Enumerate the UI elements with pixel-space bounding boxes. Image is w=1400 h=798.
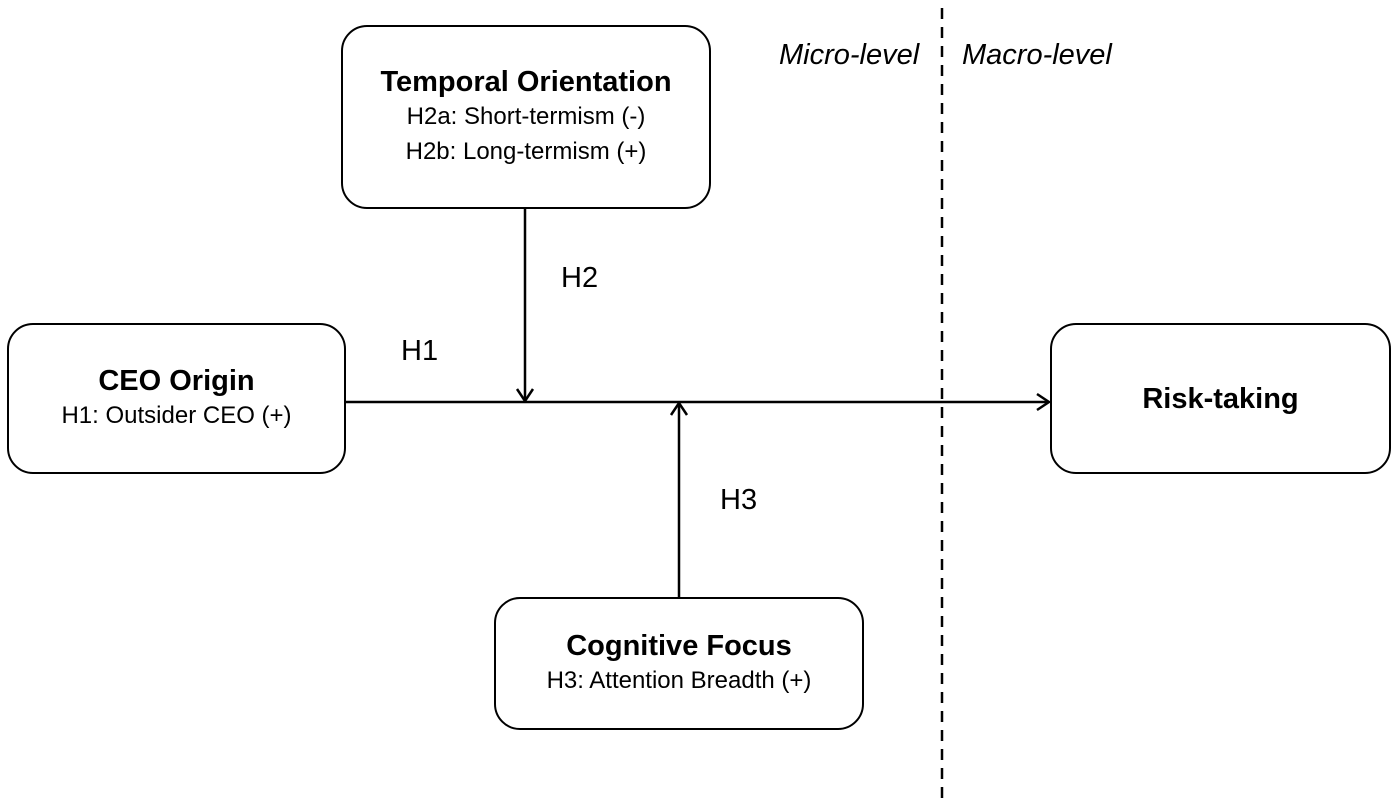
h2b-label: H2b: Long-termism (+) (405, 138, 647, 165)
main-path-arrowhead (1036, 392, 1052, 412)
h3-moderation-arrowhead (669, 400, 689, 416)
h1-outsider-label: H1: Outsider CEO (+) (61, 402, 292, 429)
h1-path-label: H1 (401, 335, 439, 367)
ceo-origin-title: CEO Origin (98, 365, 255, 397)
h2a-label: H2a: Short-termism (-) (406, 103, 646, 130)
temporal-orientation-title: Temporal Orientation (380, 66, 672, 98)
risk-taking-box: Risk-taking (1050, 323, 1391, 474)
micro-level-label: Micro-level (779, 39, 920, 71)
risk-taking-title: Risk-taking (1142, 382, 1299, 415)
macro-level-label: Macro-level (962, 39, 1112, 71)
ceo-origin-box: CEO Origin H1: Outsider CEO (+) (7, 323, 346, 474)
h2-moderation-arrowhead (515, 388, 535, 404)
cognitive-focus-box: Cognitive Focus H3: Attention Breadth (+… (494, 597, 864, 730)
h3-path-label: H3 (720, 484, 758, 516)
h2-path-label: H2 (561, 262, 599, 294)
cognitive-focus-title: Cognitive Focus (566, 630, 792, 662)
h3-attention-label: H3: Attention Breadth (+) (546, 667, 812, 694)
temporal-orientation-box: Temporal Orientation H2a: Short-termism … (341, 25, 711, 209)
